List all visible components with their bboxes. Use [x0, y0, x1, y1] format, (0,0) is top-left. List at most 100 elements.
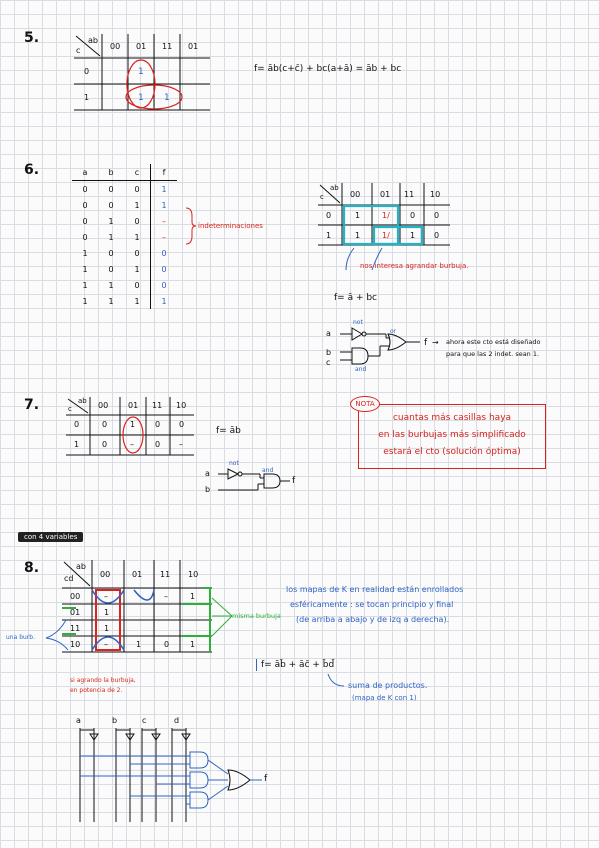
kmap-7-cell: –: [179, 440, 183, 449]
and-gate-icon: [263, 473, 281, 489]
kmap-6-cell: 0: [434, 231, 440, 240]
kmap-5-col: 11: [162, 42, 173, 51]
circuit-6-in-b: b: [326, 348, 332, 357]
circuit-7-not-label: not: [229, 460, 239, 467]
una-burb-label: una burb.: [6, 634, 35, 641]
formula-8-text: f= āb̄ + āc̄ + b̄d̄: [261, 660, 335, 670]
suma-note: suma de productos. (mapa de K con 1): [348, 679, 427, 705]
kmap-8-cell: 1: [190, 592, 196, 601]
circuit-8-out-f: f: [264, 774, 268, 784]
kmap-6-cell: 0: [434, 211, 440, 220]
kmap-8-cell: –: [104, 640, 108, 649]
circuit-note-6-line: ahora este cto está diseñado: [446, 338, 541, 346]
kmap-6-cell: 1: [410, 231, 416, 240]
circuit-6-not-label: not: [353, 319, 363, 326]
kmap-7-col: 01: [128, 401, 139, 410]
misma-burbuja-arrows: [211, 597, 233, 637]
and-gate-icon: [189, 791, 209, 809]
kmap-6-corner-left: c: [320, 193, 324, 201]
kmap-7-row-label: 0: [74, 420, 80, 429]
kmap-8-cell: –: [164, 592, 168, 601]
not-gate-icon: [125, 733, 135, 741]
circuit-note-6-line: para que las 2 indet. sean 1.: [446, 350, 540, 358]
arrow-right-icon: →: [432, 338, 439, 347]
kmap-8-row-label: 01: [70, 608, 81, 617]
bubble-horizontal: [125, 84, 183, 110]
kmap-8-cell: 1: [104, 624, 110, 633]
kmap-5-col: 01: [188, 42, 199, 51]
agrando-note: si agrando la burbuja, en potencia de 2.: [70, 676, 136, 696]
circuit-8-in-d: d: [174, 716, 180, 725]
kmap-8-corner-top: ab: [76, 562, 86, 571]
or-gate-icon: [227, 769, 251, 791]
circuit-8-in-c: c: [142, 716, 147, 725]
kmap-8-col: 01: [132, 570, 143, 579]
kmap-8-col: 10: [188, 570, 199, 579]
kmap-7-cell: 0: [102, 440, 108, 449]
circuit-6-in-c: c: [326, 358, 331, 367]
enrollados-note: los mapas de K en realidad están enrolla…: [286, 582, 463, 627]
formula-7: f= āb: [216, 426, 241, 436]
kmap-8-row-label: 00: [70, 592, 81, 601]
kmap-5-corner-left: c: [76, 46, 81, 55]
kmap-6-corner-top: ab: [330, 184, 339, 192]
tt-header: c: [124, 164, 151, 181]
nota-line: en las burbujas más simplificado: [378, 430, 526, 440]
kmap-8-grid: [62, 560, 212, 653]
problem-5-number: 5.: [24, 30, 40, 46]
not-gate-icon: [181, 733, 191, 741]
kmap-7-cell: –: [130, 440, 134, 449]
nota-badge: NOTA: [350, 396, 380, 412]
circuit-7-in-b: b: [205, 485, 211, 494]
kmap-7-cell: 0: [155, 440, 161, 449]
bubble-blue-right: [133, 589, 155, 601]
suma-line: suma de productos.: [348, 681, 428, 690]
kmap-5-corner-top: ab: [88, 36, 98, 45]
kmap-5-cell: 1: [138, 67, 144, 77]
una-burb-arrows: [45, 619, 69, 651]
kmap-8-cell: 0: [164, 640, 170, 649]
indet-label: indeterminaciones: [198, 222, 263, 230]
circuit-8: [79, 728, 262, 822]
kmap-6-col: 00: [350, 190, 361, 199]
kmap-6-cell: 1: [355, 231, 361, 240]
kmap-8-row-label: 11: [70, 624, 81, 633]
kmap-7-col: 00: [98, 401, 109, 410]
circuit-7: [218, 468, 290, 491]
formula-8: f= āb̄ + āc̄ + b̄d̄: [256, 659, 338, 671]
nota-line: cuantas más casillas haya: [392, 413, 512, 423]
tt-header: a: [72, 164, 98, 181]
kmap-8-cell: 1: [136, 640, 142, 649]
enrollados-line: (de arriba a abajo y de izq a derecha).: [296, 615, 450, 624]
circuit-note-6: ahora este cto está diseñado para que la…: [446, 336, 540, 360]
circuit-7-in-a: a: [205, 469, 210, 478]
bubble-blue-top: [91, 589, 125, 604]
kmap-7-corner-left: c: [68, 405, 72, 413]
agrando-line: en potencia de 2.: [70, 687, 123, 694]
problem-6-number: 6.: [24, 162, 40, 178]
circuit-7-and-label: and: [262, 467, 274, 474]
enrollados-line: esféricamente : se tocan principio y fin…: [290, 600, 454, 609]
bubble-note-6: nos interesa agrandar burbuja.: [360, 262, 469, 270]
tt-header: b: [98, 164, 124, 181]
arrows-6: [345, 247, 383, 271]
kmap-7-col: 10: [176, 401, 187, 410]
circuit-8-in-b: b: [112, 716, 118, 725]
enrollados-line: los mapas de K en realidad están enrolla…: [286, 585, 464, 594]
kmap-8-cell: –: [104, 592, 108, 601]
kmap-8-cell: 1: [104, 608, 110, 617]
kmap-5-row-label: 0: [84, 67, 90, 76]
kmap-5-cell: 1: [138, 93, 144, 103]
circuit-7-out-f: f: [292, 476, 296, 486]
bubble-blue-bottom: [91, 636, 125, 651]
indet-brace: [185, 207, 197, 245]
kmap-7-cell: 0: [179, 420, 185, 429]
kmap-5-col: 01: [136, 42, 147, 51]
kmap-6-col: 01: [380, 190, 391, 199]
